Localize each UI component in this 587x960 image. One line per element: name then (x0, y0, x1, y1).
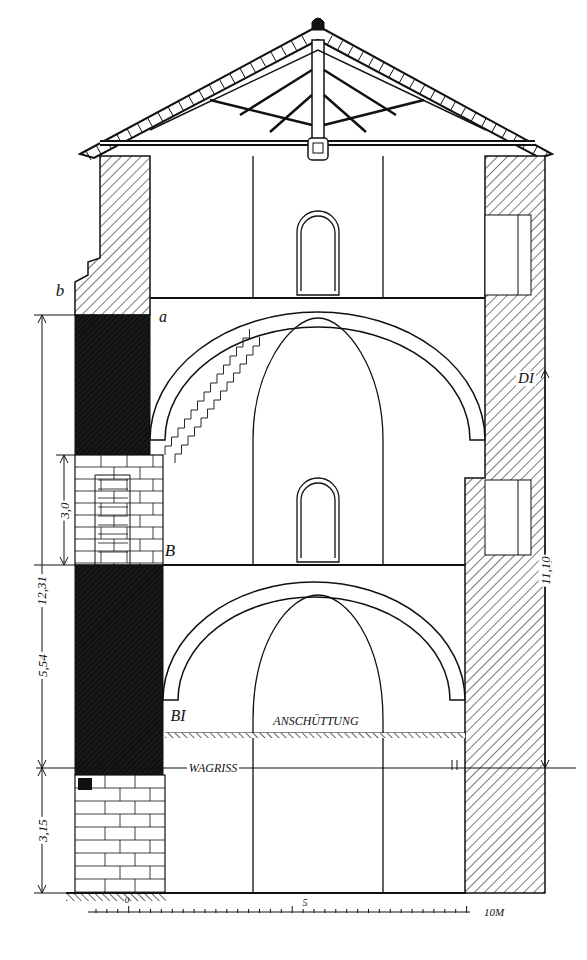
point-letter: a (159, 309, 167, 325)
fill-note: ANSCHÜTTUNG (271, 715, 360, 727)
point-letter: DI (516, 371, 536, 386)
dimension: 12,31 (36, 573, 49, 606)
roof (80, 18, 552, 160)
right-wall (465, 156, 552, 893)
scale-bar (88, 906, 470, 913)
interior (36, 156, 576, 893)
scale-number: 10M (484, 907, 504, 918)
dimension: 3,15 (36, 817, 49, 844)
level-note: WAGRISS (187, 762, 239, 774)
dimension: 11,10 (538, 554, 551, 586)
point-letter: BI (170, 708, 185, 724)
point-letter: b (56, 282, 65, 299)
scale-number: 5 (303, 898, 308, 908)
scale-number: 0 (125, 896, 130, 905)
point-letter: B (165, 542, 175, 559)
dimension: 3,0 (58, 500, 71, 520)
dimension-lines (34, 315, 549, 893)
left-wall (66, 156, 466, 901)
dimension: 5,54 (36, 652, 49, 679)
